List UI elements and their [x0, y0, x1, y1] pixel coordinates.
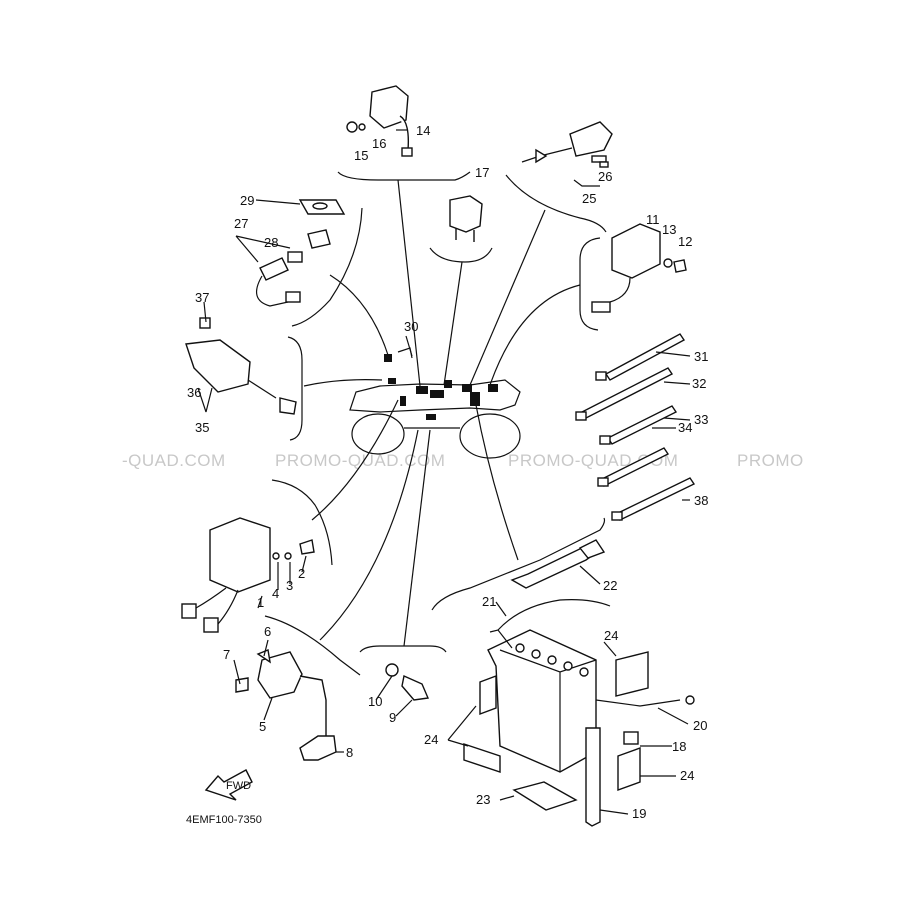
rectifier-regulator-part: [591, 223, 687, 313]
callout-24: 24: [424, 732, 438, 747]
sensor-part-27: [255, 229, 331, 307]
relay-cover-part: [449, 195, 483, 242]
callout-1: 1: [257, 595, 264, 610]
callout-37: 37: [195, 290, 209, 305]
callout-19: 19: [632, 806, 646, 821]
callout-33: 33: [694, 412, 708, 427]
breather-hose-part: [585, 727, 639, 827]
callout-4: 4: [272, 586, 279, 601]
callout-30: 30: [404, 319, 418, 334]
callout-13: 13: [662, 222, 676, 237]
callout-10: 10: [368, 694, 382, 709]
callout-22: 22: [603, 578, 617, 593]
watermark: -QUAD.COM PROMO-QUAD.COM PROMO-QUAD.COM …: [122, 451, 804, 470]
battery-part: [487, 599, 611, 773]
cdi-unit-part: [181, 517, 315, 633]
callout-7: 7: [223, 647, 230, 662]
battery-band-part: [510, 539, 606, 589]
callout-36: 36: [187, 385, 201, 400]
callout-25: 25: [582, 191, 596, 206]
callout-28: 28: [264, 235, 278, 250]
callout-26: 26: [598, 169, 612, 184]
switch-part-9: [385, 663, 430, 701]
callout-16: 16: [372, 136, 386, 151]
watermark-text: PROMO-QUAD.COM: [275, 451, 445, 470]
starter-relay-part: [346, 85, 413, 157]
callout-21: 21: [482, 594, 496, 609]
callout-6: 6: [264, 624, 271, 639]
callout-17: 17: [475, 165, 489, 180]
callout-15: 15: [354, 148, 368, 163]
callout-leaders: [197, 129, 691, 815]
callout-11: 11: [646, 212, 660, 227]
callout-38: 38: [694, 493, 708, 508]
callout-32: 32: [692, 376, 706, 391]
callout-35: 35: [195, 420, 209, 435]
callout-3: 3: [286, 578, 293, 593]
diagram-code: 4EMF100-7350: [186, 814, 262, 826]
callout-18: 18: [672, 739, 686, 754]
callout-34: 34: [678, 420, 692, 435]
cable-ties-part: [575, 333, 696, 521]
leader-lines: [264, 171, 607, 676]
location-markers: [384, 354, 498, 420]
callout-24: 24: [680, 768, 694, 783]
watermark-text: PROMO: [737, 451, 804, 470]
callout-12: 12: [678, 234, 692, 249]
callout-5: 5: [259, 719, 266, 734]
callout-29: 29: [240, 193, 254, 208]
callout-14: 14: [416, 123, 430, 138]
clip-part-29: [298, 199, 346, 215]
callout-23: 23: [476, 792, 490, 807]
switch-part-35: [185, 317, 297, 415]
callout-2: 2: [298, 566, 305, 581]
fwd-arrow: FWD: [204, 769, 253, 801]
pads-part: [463, 651, 649, 811]
callout-27: 27: [234, 216, 248, 231]
callout-labels: 1 2 3 4 5 6 7 8 9 10 11 12 13 14 15 16 1…: [187, 123, 708, 821]
watermark-text: -QUAD.COM: [122, 451, 226, 470]
ignition-coil-part: [235, 649, 337, 761]
callout-8: 8: [346, 745, 353, 760]
callout-9: 9: [389, 710, 396, 725]
fwd-label: FWD: [226, 780, 251, 792]
callout-24: 24: [604, 628, 618, 643]
callout-20: 20: [693, 718, 707, 733]
callout-31: 31: [694, 349, 708, 364]
fuel-sensor-part: [521, 121, 613, 168]
battery-cable-part: [595, 695, 695, 707]
